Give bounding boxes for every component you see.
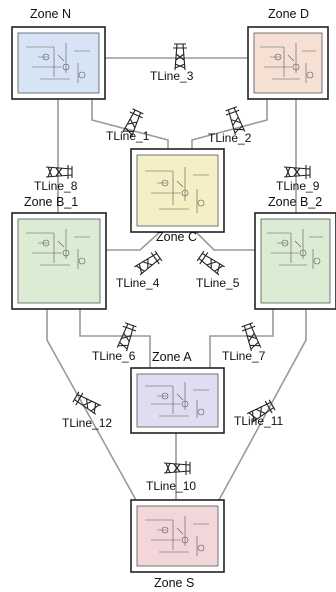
connections bbox=[46, 57, 307, 501]
tline-5-label: TLine_5 bbox=[196, 276, 240, 290]
zone-fill bbox=[17, 218, 101, 304]
tower-icon bbox=[134, 250, 163, 276]
zone-fill bbox=[136, 154, 219, 227]
line-d-c bbox=[191, 99, 268, 149]
tower-icon bbox=[116, 322, 137, 352]
tline-3-label: TLine_3 bbox=[150, 69, 194, 83]
tower-icon bbox=[283, 165, 311, 179]
tline-11-label: TLine_11 bbox=[234, 414, 283, 428]
transmission-towers bbox=[45, 43, 311, 475]
zone-a-label: Zone A bbox=[152, 350, 192, 364]
zone-s-label: Zone S bbox=[154, 576, 194, 590]
schematic-icon bbox=[26, 229, 90, 269]
zone-d-label: Zone D bbox=[268, 7, 309, 21]
zone-b2-label: Zone B_2 bbox=[268, 195, 322, 209]
tower-icon bbox=[196, 250, 225, 276]
zone-fill bbox=[136, 373, 219, 428]
zone-b1[interactable] bbox=[11, 212, 107, 310]
tower-icon bbox=[121, 108, 144, 138]
zone-fill bbox=[260, 218, 331, 304]
tline-6-label: TLine_6 bbox=[92, 349, 136, 363]
zone-b2[interactable] bbox=[254, 212, 336, 310]
tower-icon bbox=[241, 322, 262, 352]
zone-c[interactable] bbox=[130, 148, 225, 233]
zone-d[interactable] bbox=[247, 26, 329, 100]
tline-12-label: TLine_12 bbox=[62, 416, 112, 430]
schematic-icon bbox=[145, 382, 209, 418]
schematic-icon bbox=[26, 43, 90, 83]
tower-icon bbox=[225, 106, 246, 136]
line-b2-s bbox=[218, 309, 307, 501]
zone-fill bbox=[17, 32, 100, 94]
schematic-icon bbox=[267, 229, 323, 269]
line-c-b1 bbox=[106, 231, 161, 251]
tower-icon bbox=[45, 165, 73, 179]
line-b1-s bbox=[46, 309, 137, 501]
tline-2-label: TLine_2 bbox=[208, 131, 252, 145]
schematic-icon bbox=[145, 167, 209, 213]
zone-s[interactable] bbox=[130, 499, 225, 573]
tower-icon bbox=[72, 391, 102, 415]
tline-10-label: TLine_10 bbox=[146, 479, 196, 493]
tline-4-label: TLine_4 bbox=[116, 276, 160, 290]
zone-c-label: Zone C bbox=[156, 230, 197, 244]
schematic-icon bbox=[260, 43, 316, 83]
tower-icon bbox=[173, 43, 187, 71]
line-b1-a bbox=[79, 309, 151, 368]
zone-n-label: Zone N bbox=[30, 7, 71, 21]
tline-9-label: TLine_9 bbox=[276, 179, 320, 193]
zone-a[interactable] bbox=[130, 367, 225, 434]
schematic-icon bbox=[145, 516, 209, 556]
line-n-c bbox=[91, 99, 169, 149]
zone-fill bbox=[253, 32, 323, 94]
zone-n[interactable] bbox=[11, 26, 106, 100]
zone-b1-label: Zone B_1 bbox=[24, 195, 78, 209]
line-b2-a bbox=[209, 309, 274, 368]
tower-icon bbox=[246, 399, 276, 423]
tline-7-label: TLine_7 bbox=[222, 349, 266, 363]
tline-8-label: TLine_8 bbox=[34, 179, 78, 193]
tower-icon bbox=[163, 461, 191, 475]
line-c-b2 bbox=[195, 231, 255, 251]
tline-1-label: TLine_1 bbox=[106, 129, 150, 143]
zone-fill bbox=[136, 505, 219, 567]
